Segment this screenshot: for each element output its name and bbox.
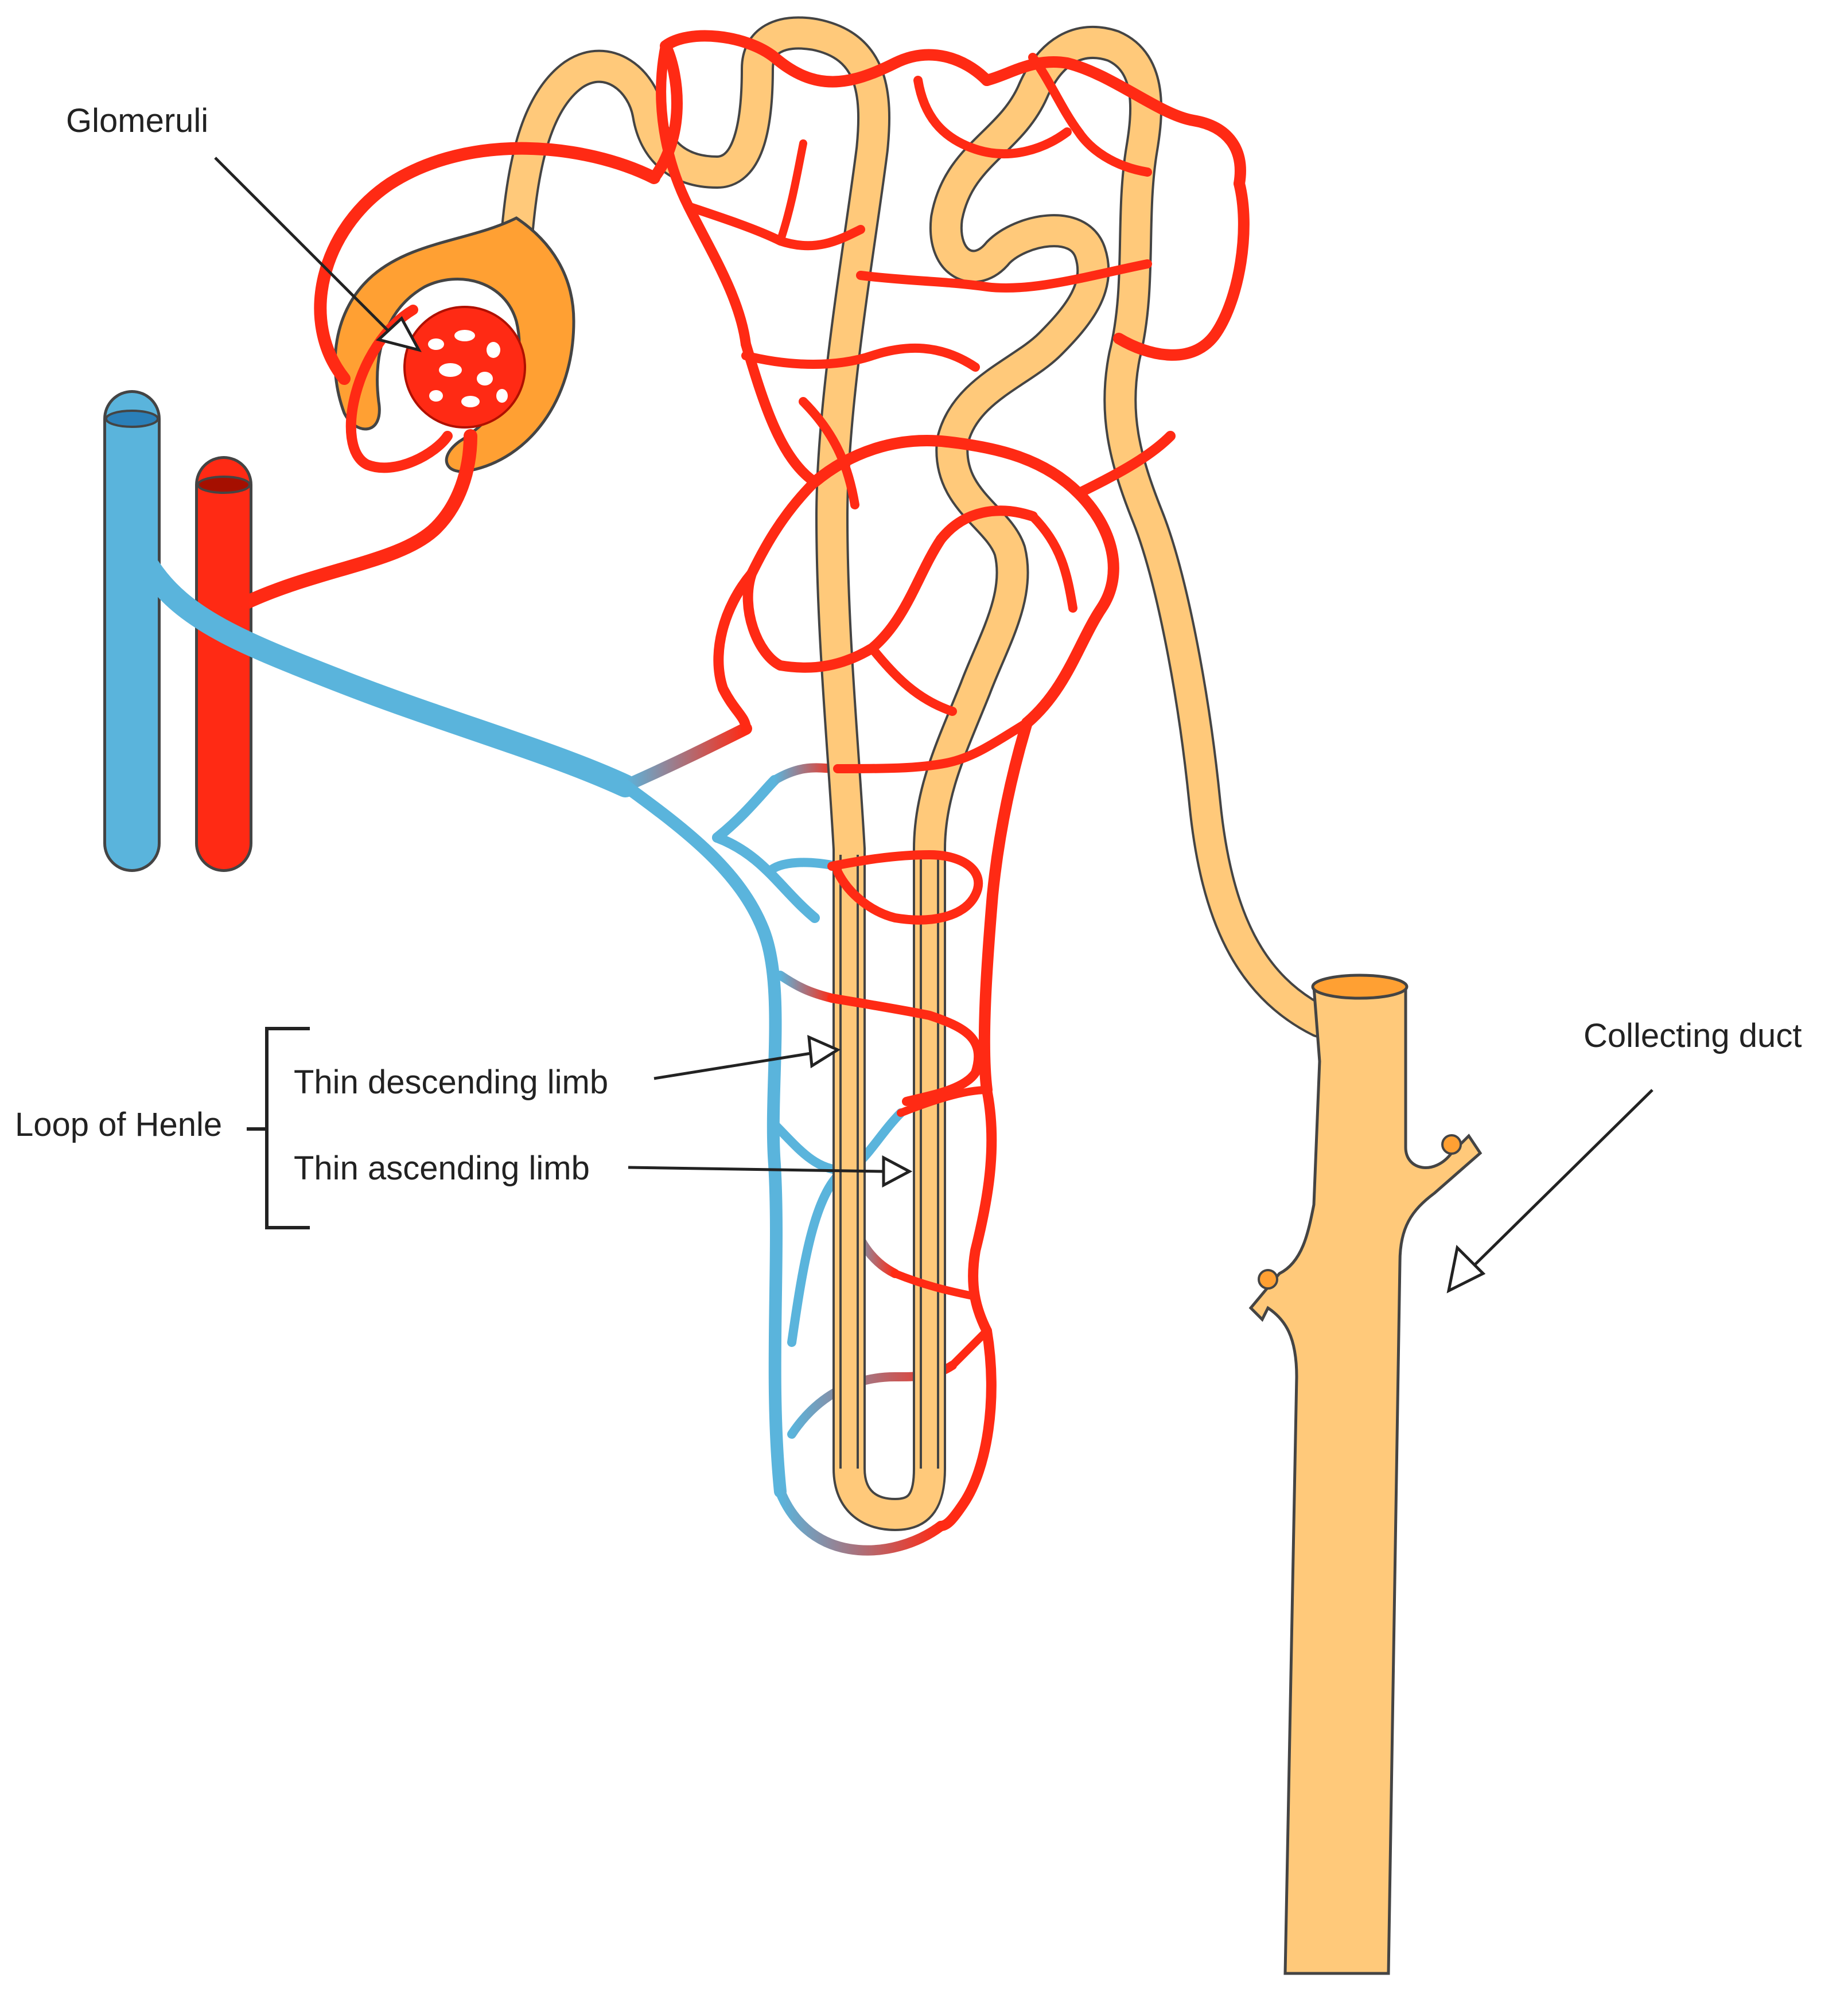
thin-descending-limb-label: Thin descending limb bbox=[294, 1064, 609, 1101]
collecting-duct-pointer-arrow bbox=[1446, 1089, 1654, 1294]
collecting-duct bbox=[1248, 974, 1483, 1975]
thin-ascending-limb-label: Thin ascending limb bbox=[294, 1150, 590, 1187]
renal-artery bbox=[195, 456, 252, 872]
glomeruli-label: Glomeruli bbox=[66, 102, 209, 139]
thin-ascending-limb-pointer-arrow bbox=[628, 1155, 913, 1188]
glomeruli-pointer-arrow bbox=[214, 157, 422, 352]
collecting-duct-label: Collecting duct bbox=[1584, 1017, 1802, 1054]
loop-of-henle-label: Loop of Henle bbox=[15, 1106, 223, 1143]
renal-vein bbox=[103, 390, 161, 872]
loop-of-henle-bracket bbox=[247, 1027, 310, 1229]
peritubular-capillaries bbox=[240, 30, 1250, 1531]
bowmans-capsule bbox=[333, 216, 575, 473]
glomerulus bbox=[403, 306, 526, 429]
renal-tubule bbox=[500, 16, 1336, 1531]
loop-of-henle-thin-limbs bbox=[839, 855, 939, 1469]
thin-descending-limb-pointer-arrow bbox=[653, 1034, 841, 1080]
